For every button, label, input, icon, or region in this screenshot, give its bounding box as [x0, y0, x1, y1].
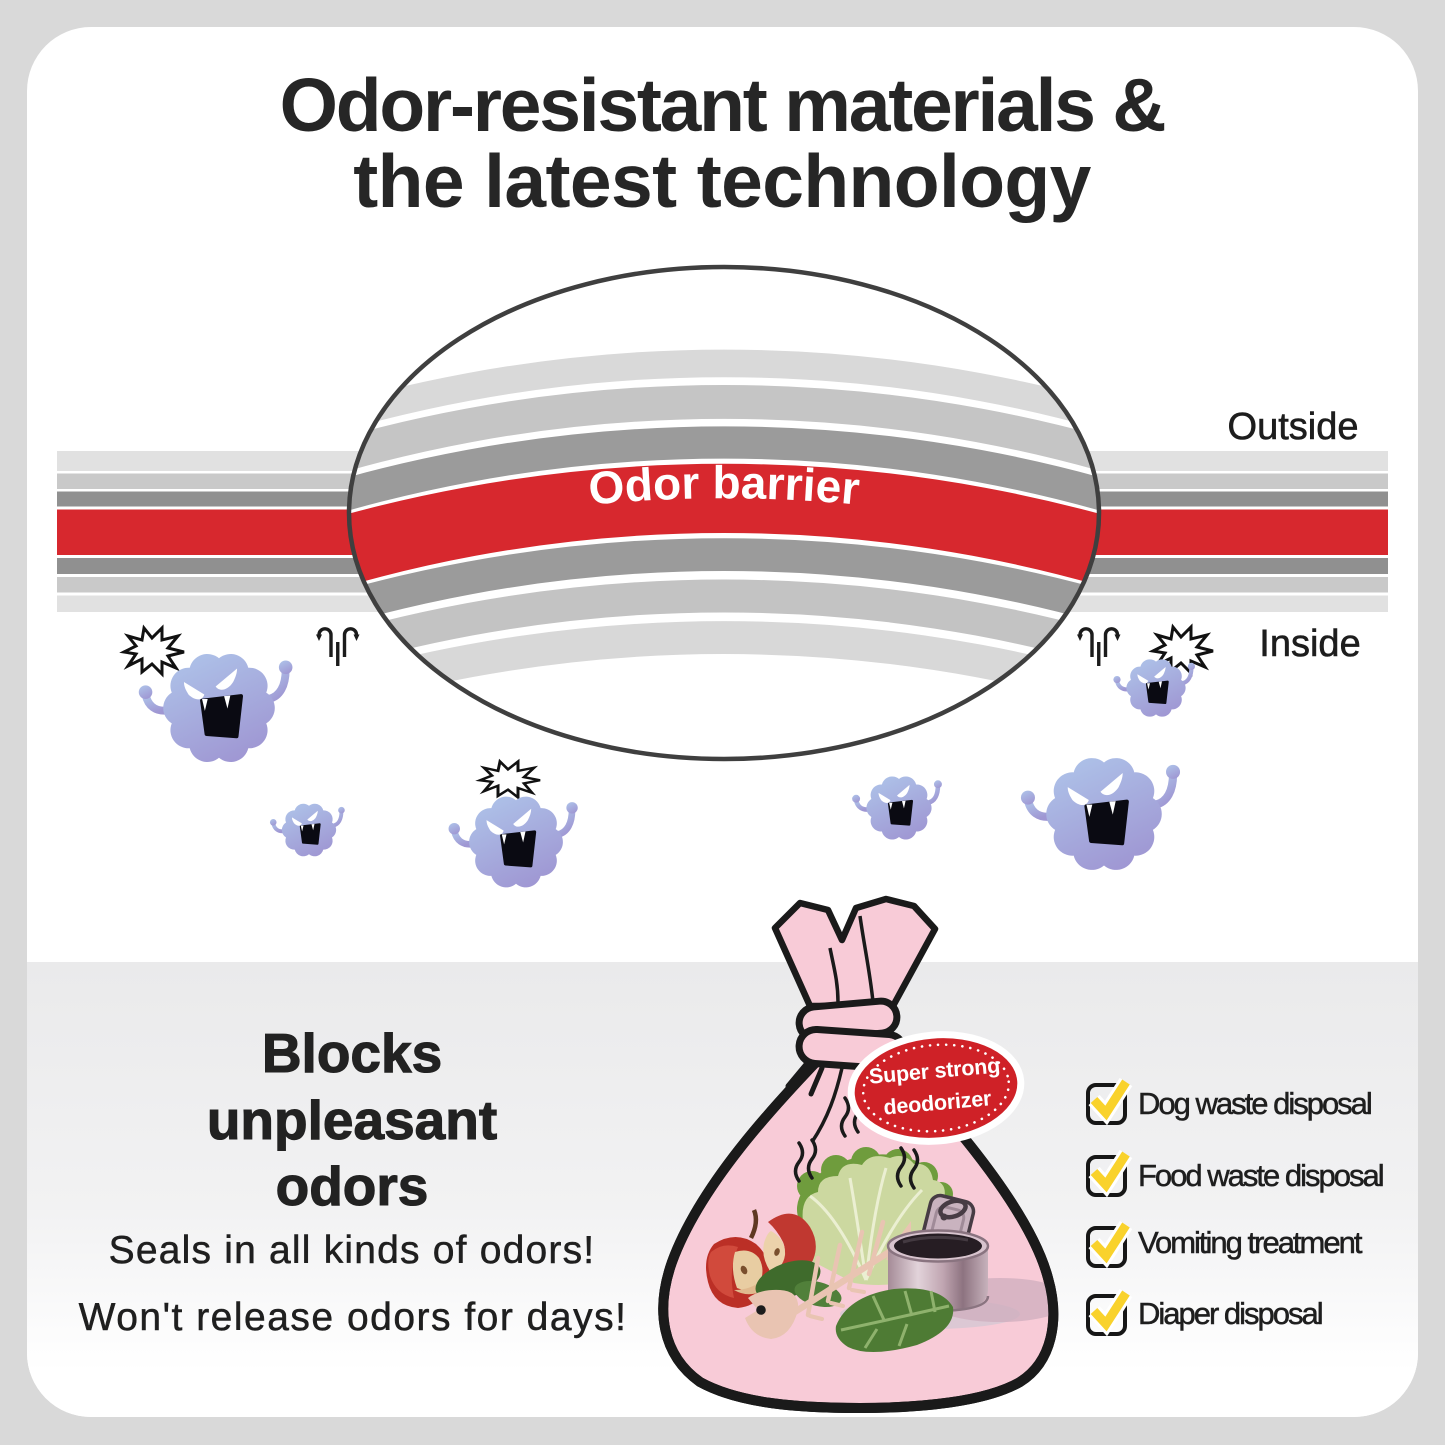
svg-text:Vomiting treatment: Vomiting treatment [1138, 1225, 1363, 1260]
svg-text:Won't release odors for days!: Won't release odors for days! [79, 1296, 628, 1339]
svg-text:Food waste disposal: Food waste disposal [1138, 1158, 1383, 1193]
svg-text:Blocks: Blocks [262, 1022, 442, 1084]
svg-text:Odor barrier: Odor barrier [586, 456, 861, 514]
svg-text:Inside: Inside [1259, 623, 1360, 665]
svg-text:the latest technology: the latest technology [353, 139, 1091, 223]
svg-text:Odor-resistant materials &: Odor-resistant materials & [280, 63, 1165, 147]
svg-text:Outside: Outside [1228, 406, 1359, 448]
svg-text:Seals in all kinds of odors!: Seals in all kinds of odors! [109, 1229, 596, 1272]
svg-text:Diaper disposal: Diaper disposal [1138, 1296, 1322, 1331]
svg-text:Dog waste disposal: Dog waste disposal [1138, 1086, 1371, 1121]
svg-text:odors: odors [276, 1155, 429, 1217]
svg-text:unpleasant: unpleasant [207, 1089, 497, 1151]
